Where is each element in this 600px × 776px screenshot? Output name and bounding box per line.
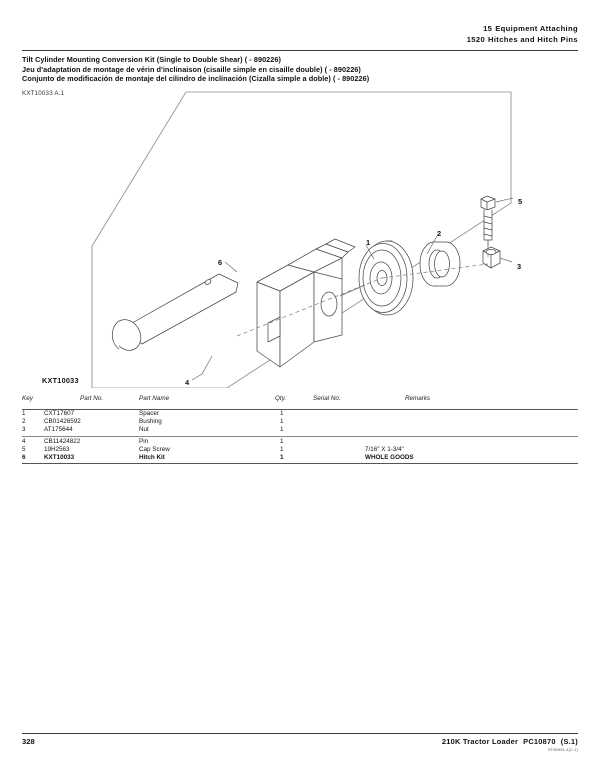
figure-illustration: KXT10033 1 2 3 4 5 6 bbox=[22, 86, 522, 388]
cell-part-no: CB01426592 bbox=[44, 418, 81, 426]
footer-revision: (S.1) bbox=[560, 737, 578, 746]
title-french: Jeu d'adaptation de montage de vérin d'i… bbox=[22, 64, 361, 74]
cell-part-name: Pin bbox=[139, 438, 149, 446]
exploded-view-drawing bbox=[91, 91, 514, 388]
part-nut bbox=[482, 246, 501, 269]
cell-part-name: Nut bbox=[139, 426, 149, 434]
header-section-name: Equipment Attaching bbox=[495, 24, 578, 33]
column-header-qty: Qty. bbox=[275, 395, 287, 402]
column-header-key: Key bbox=[22, 395, 33, 402]
column-header-remarks: Remarks bbox=[405, 395, 431, 402]
footer-identification: 210K Tractor Loader PC10870 (S.1) bbox=[442, 737, 578, 746]
table-row: 1 CXT17607 Spacer 1 bbox=[22, 410, 578, 418]
cell-part-name: Cap Screw bbox=[139, 446, 170, 454]
table-row: 4 CB11424822 Pin 1 bbox=[22, 438, 578, 446]
page-title-block: Tilt Cylinder Mounting Conversion Kit (S… bbox=[22, 55, 578, 84]
part-cap-screw bbox=[480, 195, 496, 247]
part-bracket bbox=[256, 238, 356, 368]
column-header-part-name: Part Name bbox=[139, 395, 170, 402]
page-number: 328 bbox=[22, 737, 35, 746]
cell-part-name: Spacer bbox=[139, 410, 159, 417]
cell-part-no: AT175644 bbox=[44, 426, 73, 434]
callout-5: 5 bbox=[518, 197, 523, 206]
cell-part-name: Bushing bbox=[139, 418, 162, 426]
column-header-part-no: Part No. bbox=[80, 395, 104, 402]
cell-part-no: CB11424822 bbox=[44, 438, 81, 446]
cell-remarks: 7/16" X 1-3/4" bbox=[365, 446, 404, 454]
callout-2: 2 bbox=[437, 229, 442, 238]
parts-table: Key Part No. Part Name Qty. Serial No. R… bbox=[22, 395, 578, 464]
cell-key: 1 bbox=[22, 410, 26, 417]
table-row: 2 CB01426592 Bushing 1 bbox=[22, 418, 578, 426]
table-top-rule bbox=[22, 409, 578, 410]
header-group-name: Hitches and Hitch Pins bbox=[488, 34, 578, 44]
cell-remarks: WHOLE GOODS bbox=[365, 454, 414, 462]
cell-key: 5 bbox=[22, 446, 26, 454]
callout-3: 3 bbox=[517, 262, 522, 271]
footer-divider bbox=[22, 733, 578, 734]
cell-qty: 1 bbox=[280, 446, 284, 454]
header-divider bbox=[22, 50, 578, 51]
cell-part-no: 19H2563 bbox=[44, 446, 70, 454]
part-bushing bbox=[419, 241, 461, 287]
cell-qty: 1 bbox=[280, 410, 284, 417]
cell-key: 3 bbox=[22, 426, 26, 434]
leader-lines bbox=[191, 197, 514, 381]
header-section-number: 15 bbox=[483, 24, 493, 33]
table-row: 6 KXT10033 Hitch Kit 1 WHOLE GOODS bbox=[22, 454, 578, 462]
table-row: 3 AT175644 Nut 1 bbox=[22, 426, 578, 434]
cell-qty: 1 bbox=[280, 454, 284, 462]
assembly-centerline bbox=[236, 246, 489, 337]
table-mid-rule bbox=[22, 435, 578, 437]
table-bottom-rule bbox=[22, 462, 578, 464]
cell-part-name: Hitch Kit bbox=[139, 454, 165, 462]
table-row: 5 19H2563 Cap Screw 1 7/16" X 1-3/4" bbox=[22, 446, 578, 454]
title-spanish: Conjunto de modificación de montaje del … bbox=[22, 74, 370, 84]
figure-kit-label: KXT10033 bbox=[42, 376, 79, 385]
footer-model: 210K Tractor Loader bbox=[441, 737, 519, 746]
cell-part-no: KXT10033 bbox=[44, 454, 75, 462]
part-pin bbox=[111, 273, 239, 351]
page-footer: 328 210K Tractor Loader PC10870 (S.1) ST85… bbox=[22, 733, 578, 756]
part-spacer bbox=[358, 240, 414, 316]
figure-frame bbox=[91, 91, 512, 388]
cell-qty: 1 bbox=[280, 438, 284, 446]
cell-key: 4 bbox=[22, 438, 26, 446]
cell-part-no: CXT17607 bbox=[44, 410, 75, 417]
cell-key: 6 bbox=[22, 454, 26, 462]
callout-6: 6 bbox=[218, 258, 223, 267]
column-header-serial-no: Serial No. bbox=[313, 395, 341, 402]
title-english: Tilt Cylinder Mounting Conversion Kit (S… bbox=[22, 55, 281, 64]
footer-doc-code: ST85991-4(C.1) bbox=[547, 747, 578, 752]
cell-qty: 1 bbox=[280, 426, 284, 434]
cell-key: 2 bbox=[22, 418, 26, 426]
callout-1: 1 bbox=[366, 238, 371, 247]
footer-manual-number: PC10870 bbox=[523, 737, 556, 746]
figure-code: KXT10033 A.1 bbox=[22, 90, 65, 97]
cell-qty: 1 bbox=[280, 418, 284, 426]
callout-4: 4 bbox=[185, 378, 190, 387]
table-header-row: Key Part No. Part Name Qty. Serial No. R… bbox=[22, 395, 578, 409]
header-group-number: 1520 bbox=[466, 34, 486, 44]
